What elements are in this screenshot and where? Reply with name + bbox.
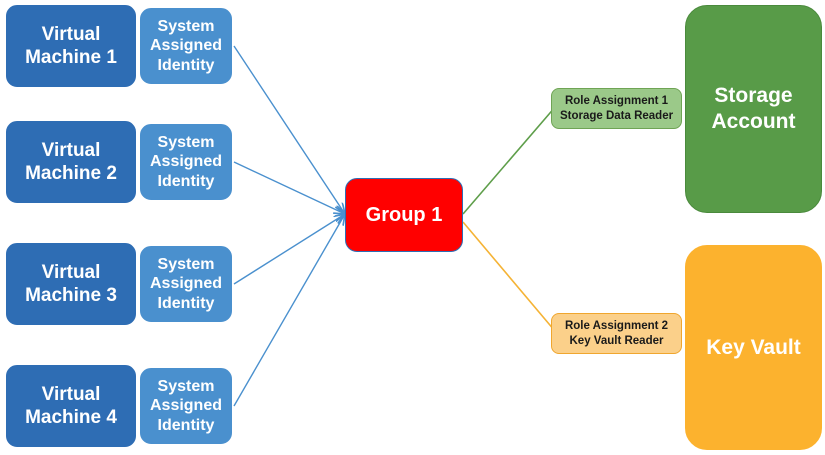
node-role-assignment-1[interactable]: Role Assignment 1 Storage Data Reader — [551, 88, 682, 129]
virtual-machine-2-label: Virtual Machine 2 — [25, 139, 117, 184]
node-system-assigned-identity-1[interactable]: System Assigned Identity — [140, 8, 232, 84]
edge-identity2-to-group — [233, 161, 345, 214]
edge-identity1-to-group — [233, 45, 345, 214]
edge-identity4-to-group — [233, 214, 345, 407]
node-system-assigned-identity-4[interactable]: System Assigned Identity — [140, 368, 232, 444]
edge-group-to-role-assignment-2 — [462, 221, 561, 338]
node-key-vault[interactable]: Key Vault — [685, 245, 822, 450]
role-assignment-1-label: Role Assignment 1 Storage Data Reader — [559, 94, 674, 122]
node-role-assignment-2[interactable]: Role Assignment 2 Key Vault Reader — [551, 313, 682, 354]
storage-account-label: Storage Account — [711, 84, 796, 133]
node-storage-account[interactable]: Storage Account — [685, 5, 822, 213]
edge-identity3-to-group — [233, 214, 345, 285]
role-assignment-2-label: Role Assignment 2 Key Vault Reader — [564, 319, 669, 347]
key-vault-label: Key Vault — [706, 335, 801, 359]
virtual-machine-3-label: Virtual Machine 3 — [25, 261, 117, 306]
node-virtual-machine-2[interactable]: Virtual Machine 2 — [6, 121, 136, 203]
edge-group-to-role-assignment-1 — [462, 105, 557, 215]
virtual-machine-4-label: Virtual Machine 4 — [25, 383, 117, 428]
node-virtual-machine-1[interactable]: Virtual Machine 1 — [6, 5, 136, 87]
node-system-assigned-identity-2[interactable]: System Assigned Identity — [140, 124, 232, 200]
group-1-label: Group 1 — [365, 203, 443, 226]
node-system-assigned-identity-3[interactable]: System Assigned Identity — [140, 246, 232, 322]
system-assigned-identity-4-label: System Assigned Identity — [149, 377, 222, 434]
node-group-1[interactable]: Group 1 — [345, 178, 463, 252]
system-assigned-identity-1-label: System Assigned Identity — [149, 17, 222, 74]
node-virtual-machine-3[interactable]: Virtual Machine 3 — [6, 243, 136, 325]
virtual-machine-1-label: Virtual Machine 1 — [25, 23, 117, 68]
system-assigned-identity-2-label: System Assigned Identity — [149, 133, 222, 190]
node-virtual-machine-4[interactable]: Virtual Machine 4 — [6, 365, 136, 447]
system-assigned-identity-3-label: System Assigned Identity — [149, 255, 222, 312]
